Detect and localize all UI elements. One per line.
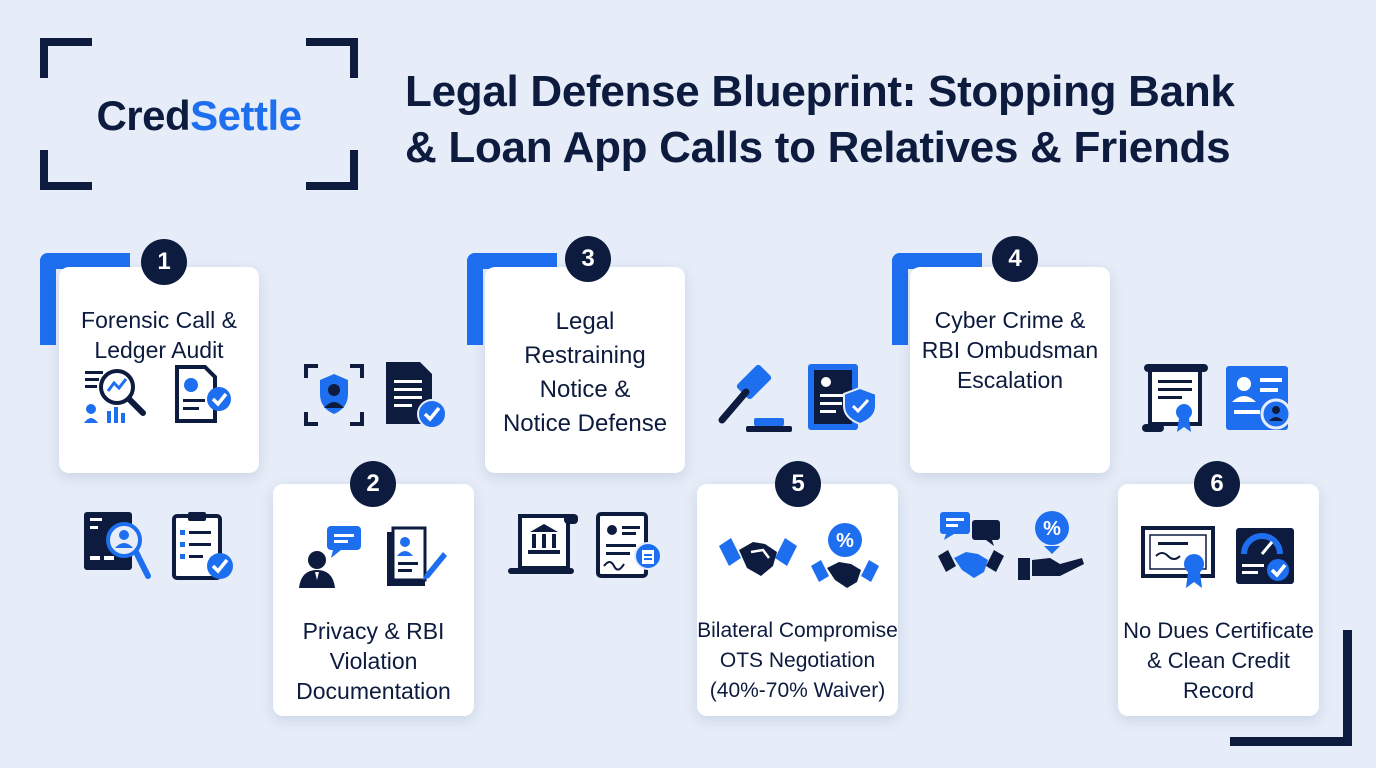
step-1-number: 1 bbox=[141, 239, 187, 285]
step-card-6: No Dues Certificate & Clean Credit Recor… bbox=[1118, 484, 1319, 716]
step-1-label: Forensic Call & Ledger Audit bbox=[81, 307, 237, 363]
face-scan-icon bbox=[302, 362, 366, 428]
corner-bracket-decoration bbox=[1230, 630, 1352, 746]
logo-corner-top-right bbox=[306, 38, 358, 78]
gavel-icon bbox=[716, 362, 792, 436]
step-card-3: Legal Restraining Notice & Notice Defens… bbox=[485, 267, 685, 473]
step-6-label: No Dues Certificate & Clean Credit Recor… bbox=[1123, 618, 1314, 703]
card-4-accent bbox=[892, 253, 982, 345]
audit-magnifier-chart-icon bbox=[81, 363, 153, 425]
document-check-icon bbox=[171, 363, 237, 425]
signed-document-icon bbox=[594, 510, 666, 580]
scroll-seal-icon bbox=[1140, 362, 1212, 436]
shield-document-icon bbox=[806, 360, 882, 436]
step-6-number: 6 bbox=[1194, 461, 1240, 507]
svg-text:%: % bbox=[836, 530, 854, 552]
certificate-seal-icon bbox=[1140, 524, 1216, 590]
step-2-label: Privacy & RBI Violation Documentation bbox=[296, 618, 451, 704]
step-4-label: Cyber Crime & RBI Ombudsman Escalation bbox=[921, 307, 1099, 393]
brand-logo: CredSettle bbox=[40, 38, 358, 190]
person-chat-icon bbox=[297, 524, 369, 590]
profile-document-pen-icon bbox=[381, 524, 453, 590]
step-3-label: Legal Restraining Notice & Notice Defens… bbox=[502, 308, 668, 437]
code-magnifier-user-icon bbox=[82, 510, 158, 582]
step-4-number: 4 bbox=[992, 236, 1038, 282]
step-3-number: 3 bbox=[565, 236, 611, 282]
step-5-label: Bilateral Compromise OTS Negotiation (40… bbox=[697, 619, 898, 702]
id-card-person-icon bbox=[1224, 362, 1294, 436]
step-2-number: 2 bbox=[350, 461, 396, 507]
step-card-4: Cyber Crime & RBI Ombudsman Escalation bbox=[910, 267, 1110, 473]
step-card-5: % Bilateral Compromise OTS Negotiation (… bbox=[697, 484, 898, 716]
brand-name: CredSettle bbox=[40, 92, 358, 140]
bank-document-icon bbox=[506, 512, 582, 578]
step-card-1: Forensic Call & Ledger Audit bbox=[59, 267, 259, 473]
logo-corner-bottom-right bbox=[306, 150, 358, 190]
page-title: Legal Defense Blueprint: Stopping Bank &… bbox=[405, 64, 1345, 176]
card-3-accent bbox=[467, 253, 557, 345]
checklist-check-icon bbox=[170, 510, 238, 582]
brand-name-part2: Settle bbox=[190, 92, 302, 139]
document-check-icon bbox=[384, 360, 450, 432]
step-card-2: Privacy & RBI Violation Documentation bbox=[273, 484, 474, 716]
card-1-accent bbox=[40, 253, 130, 345]
percent-handshake-icon: % bbox=[809, 520, 881, 590]
chat-handshake-icon bbox=[936, 508, 1006, 584]
svg-text:%: % bbox=[1043, 518, 1061, 540]
credit-gauge-check-icon bbox=[1232, 524, 1298, 590]
step-5-number: 5 bbox=[775, 461, 821, 507]
percent-hand-icon: % bbox=[1016, 508, 1088, 584]
title-line-1: Legal Defense Blueprint: Stopping Bank bbox=[405, 67, 1235, 116]
handshake-icon bbox=[717, 528, 799, 588]
brand-name-part1: Cred bbox=[96, 92, 191, 139]
logo-corner-top-left bbox=[40, 38, 92, 78]
logo-corner-bottom-left bbox=[40, 150, 92, 190]
title-line-2: & Loan App Calls to Relatives & Friends bbox=[405, 123, 1231, 172]
